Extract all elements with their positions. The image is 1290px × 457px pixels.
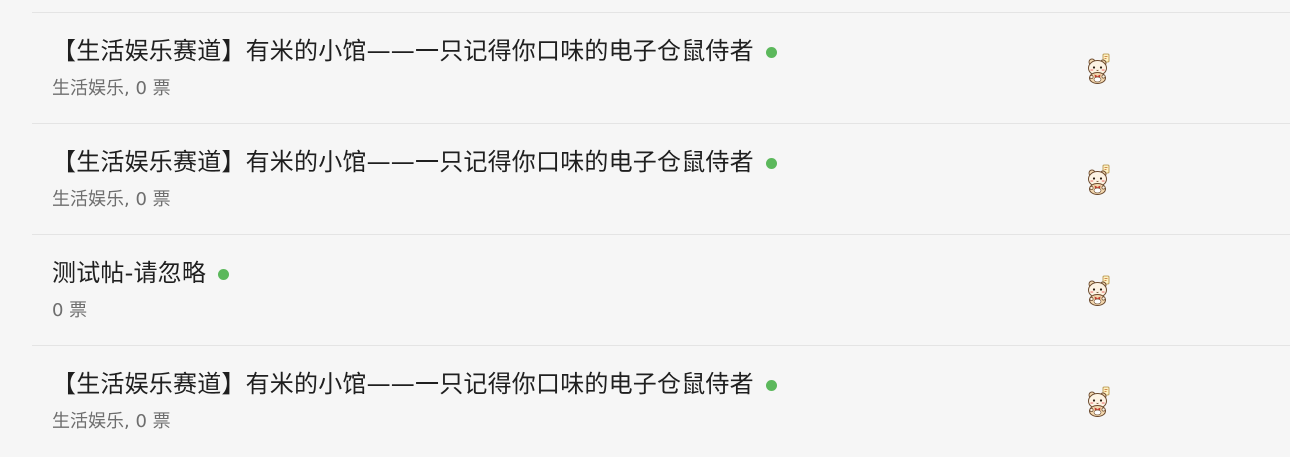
post-meta: 生活娱乐, 0 票: [52, 189, 171, 210]
post-title-line: 测试帖-请忽略: [52, 257, 230, 289]
post-title[interactable]: 测试帖-请忽略: [52, 259, 207, 287]
status-dot-icon: [765, 379, 777, 391]
status-dot-icon: [765, 157, 777, 169]
list-item[interactable]: 【生活娱乐赛道】有米的小馆——一只记得你口味的电子仓鼠侍者 生活娱乐, 0 票: [32, 346, 1290, 457]
list-item[interactable]: 测试帖-请忽略 0 票: [32, 235, 1290, 346]
hamster-avatar-icon[interactable]: [1084, 164, 1114, 196]
post-title-line: 【生活娱乐赛道】有米的小馆——一只记得你口味的电子仓鼠侍者: [52, 368, 777, 400]
status-dot-icon: [218, 268, 230, 280]
post-title-line: 【生活娱乐赛道】有米的小馆——一只记得你口味的电子仓鼠侍者: [52, 146, 777, 178]
post-title[interactable]: 【生活娱乐赛道】有米的小馆——一只记得你口味的电子仓鼠侍者: [52, 148, 754, 176]
post-list: 【生活娱乐赛道】有米的小馆——一只记得你口味的电子仓鼠侍者 生活娱乐, 0 票 …: [32, 12, 1290, 457]
hamster-avatar-icon[interactable]: [1084, 386, 1114, 418]
hamster-avatar-icon[interactable]: [1084, 275, 1114, 307]
list-item[interactable]: 【生活娱乐赛道】有米的小馆——一只记得你口味的电子仓鼠侍者 生活娱乐, 0 票: [32, 124, 1290, 235]
post-meta: 生活娱乐, 0 票: [52, 411, 171, 432]
post-title[interactable]: 【生活娱乐赛道】有米的小馆——一只记得你口味的电子仓鼠侍者: [52, 370, 754, 398]
hamster-avatar-icon[interactable]: [1084, 53, 1114, 85]
post-title-line: 【生活娱乐赛道】有米的小馆——一只记得你口味的电子仓鼠侍者: [52, 35, 777, 67]
list-item[interactable]: 【生活娱乐赛道】有米的小馆——一只记得你口味的电子仓鼠侍者 生活娱乐, 0 票: [32, 13, 1290, 124]
post-meta: 生活娱乐, 0 票: [52, 78, 171, 99]
post-title[interactable]: 【生活娱乐赛道】有米的小馆——一只记得你口味的电子仓鼠侍者: [52, 37, 754, 65]
status-dot-icon: [765, 46, 777, 58]
post-meta: 0 票: [52, 300, 88, 321]
